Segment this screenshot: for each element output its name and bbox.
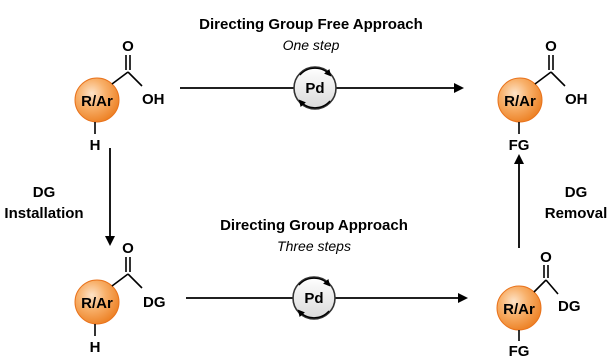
molecule-top-right: R/Ar O OH FG <box>497 38 588 154</box>
cycle-arrow-icon <box>299 67 332 77</box>
dg-removal-label-line2: Removal <box>545 205 608 222</box>
cycle-arrow-icon <box>298 99 331 109</box>
dg-installation-label-line1: DG <box>33 184 56 201</box>
substituent: H <box>90 339 101 356</box>
dg-removal-label-line1: DG <box>565 184 588 201</box>
molecule-bottom-left: R/Ar O DG H <box>74 240 166 356</box>
pd-catalyst-top: Pd <box>293 66 337 110</box>
bond <box>127 71 143 87</box>
bottom-route-title: Directing Group Approach <box>220 217 408 234</box>
directing-group: DG <box>143 294 166 311</box>
catalyst-label: Pd <box>304 290 323 307</box>
acid-group: OH <box>142 91 165 108</box>
dg-installation-label-line2: Installation <box>4 205 83 222</box>
ring-label: R/Ar <box>503 301 535 318</box>
bond <box>111 273 129 287</box>
carbonyl-oxygen: O <box>122 240 134 257</box>
bond <box>545 279 559 295</box>
cycle-arrow-icon <box>297 309 330 319</box>
carbonyl-oxygen: O <box>540 249 552 266</box>
bond <box>534 71 552 85</box>
bond <box>533 279 547 293</box>
catalyst-circle <box>292 276 336 320</box>
top-route-subtitle: One step <box>283 37 340 53</box>
ring-label: R/Ar <box>81 295 113 312</box>
directing-group: DG <box>558 298 581 315</box>
dg-substrate-ring <box>74 279 120 325</box>
substituent: FG <box>509 137 530 154</box>
catalyst-label: Pd <box>305 80 324 97</box>
substituent: H <box>90 137 101 154</box>
substrate-ring <box>74 77 120 123</box>
acid-group: OH <box>565 91 588 108</box>
bottom-route-subtitle: Three steps <box>277 238 351 254</box>
product-ring <box>497 77 543 123</box>
bond <box>127 273 143 289</box>
catalyst-circle <box>293 66 337 110</box>
ring-label: R/Ar <box>504 93 536 110</box>
carbonyl-oxygen: O <box>545 38 557 55</box>
bond <box>550 71 566 87</box>
pd-catalyst-bottom: Pd <box>292 276 336 320</box>
ring-label: R/Ar <box>81 93 113 110</box>
top-route-title: Directing Group Free Approach <box>199 16 423 33</box>
molecule-bottom-right: R/Ar O DG FG <box>496 249 581 359</box>
substituent: FG <box>509 343 530 359</box>
molecule-top-left: R/Ar O OH H <box>74 38 165 154</box>
bond <box>111 71 129 85</box>
carbonyl-oxygen: O <box>122 38 134 55</box>
cycle-arrow-icon <box>298 277 331 287</box>
